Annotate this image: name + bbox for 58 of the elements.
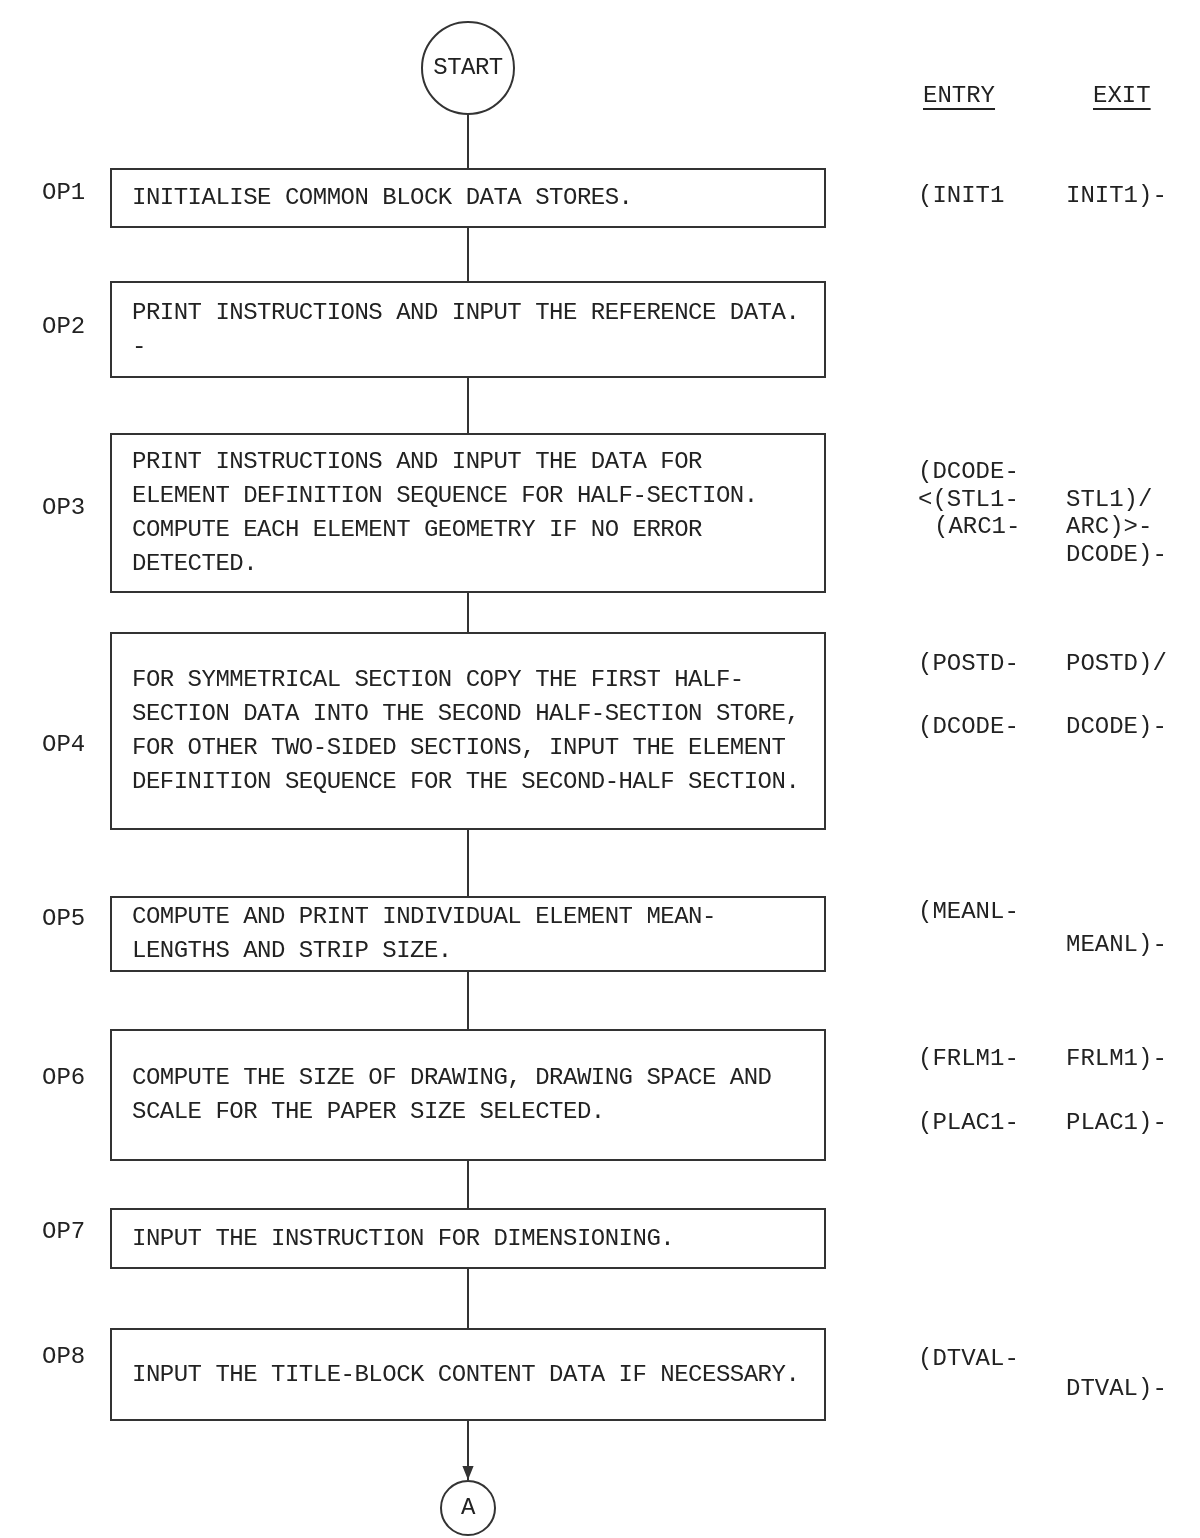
routine-name: (FRLM1- (918, 1045, 1019, 1072)
node-text: COMPUTE AND PRINT INDIVIDUAL ELEMENT MEAN-LENGTHS AND STRIP SIZE. (132, 902, 717, 966)
routine-name: (PLAC1- (918, 1109, 1019, 1136)
column-heading: EXIT (1093, 82, 1151, 109)
routine-name: DTVAL)- (1066, 1375, 1167, 1402)
node-text: COMPUTE THE SIZE OF DRAWING, DRAWING SPACE AND SCALE FOR THE PAPER SIZE SELECTED. (132, 1063, 773, 1127)
step-label: OP5 (42, 905, 86, 932)
connector-line (467, 1268, 469, 1329)
step-label: OP3 (42, 494, 86, 521)
routine-name: <(STL1- (918, 486, 1019, 513)
routine-name: INIT1)- (1066, 182, 1167, 209)
connector-line (467, 227, 469, 282)
terminal-circle (440, 1480, 496, 1536)
process-box (110, 632, 826, 830)
routine-name: (INIT1 (918, 182, 1005, 209)
process-box (110, 1328, 826, 1421)
routine-name: FRLM1)- (1066, 1045, 1167, 1072)
node-text: INPUT THE TITLE-BLOCK CONTENT DATA IF NECESSARY. (132, 1359, 801, 1390)
column-heading: ENTRY (923, 82, 995, 109)
step-label: OP4 (42, 731, 86, 758)
connector-line (462, 1420, 474, 1481)
process-box (110, 896, 826, 972)
routine-name: DCODE)- (1066, 541, 1167, 568)
node-text: START (433, 53, 503, 83)
node-text: PRINT INSTRUCTIONS AND INPUT THE REFERENCE DATA. - (132, 297, 801, 362)
connector-line (467, 1160, 469, 1209)
routine-name: POSTD)/ (1066, 650, 1167, 677)
connector-line (467, 971, 469, 1030)
process-box (110, 1029, 826, 1161)
routine-name: (DCODE- (918, 458, 1019, 485)
process-box (110, 1208, 826, 1269)
node-text: INITIALISE COMMON BLOCK DATA STORES. (132, 183, 634, 213)
routine-name: (ARC1- (934, 513, 1021, 540)
routine-name: MEANL)- (1066, 931, 1167, 958)
routine-name: (MEANL- (918, 898, 1019, 925)
routine-name: (DCODE- (918, 713, 1019, 740)
node-text: A (461, 1493, 475, 1523)
connector-line (467, 829, 469, 897)
node-text: PRINT INSTRUCTIONS AND INPUT THE DATA FOR ELEMENT DEFINITION SEQUENCE FOR HALF-SECTION. COMPUTE EACH ELEMENT GEOMETRY IF NO ERROR DETECTED. (132, 447, 759, 579)
process-box (110, 433, 826, 593)
step-label: OP7 (42, 1218, 86, 1245)
process-box (110, 281, 826, 378)
step-label: OP8 (42, 1343, 86, 1370)
connector-line (467, 114, 469, 169)
connector-line (467, 592, 469, 633)
step-label: OP1 (42, 179, 86, 206)
node-text: INPUT THE INSTRUCTION FOR DIMENSIONING. (132, 1223, 676, 1254)
routine-name: PLAC1)- (1066, 1109, 1167, 1136)
step-label: OP2 (42, 313, 86, 340)
step-label: OP6 (42, 1064, 86, 1091)
routine-name: DCODE)- (1066, 713, 1167, 740)
connector-line (467, 377, 469, 434)
process-box (110, 168, 826, 228)
node-text: FOR SYMMETRICAL SECTION COPY THE FIRST HALF-SECTION DATA INTO THE SECOND HALF-SECTION STORE, FOR OTHER TWO-SIDED SECTIONS, INPUT THE ELEMENT DEFINITION SEQUENCE FOR THE SECOND-HALF SECTION. (132, 665, 801, 797)
routine-name: (POSTD- (918, 650, 1019, 677)
routine-name: STL1)/ (1066, 486, 1153, 513)
routine-name: (DTVAL- (918, 1345, 1019, 1372)
routine-name: ARC)>- (1066, 513, 1153, 540)
